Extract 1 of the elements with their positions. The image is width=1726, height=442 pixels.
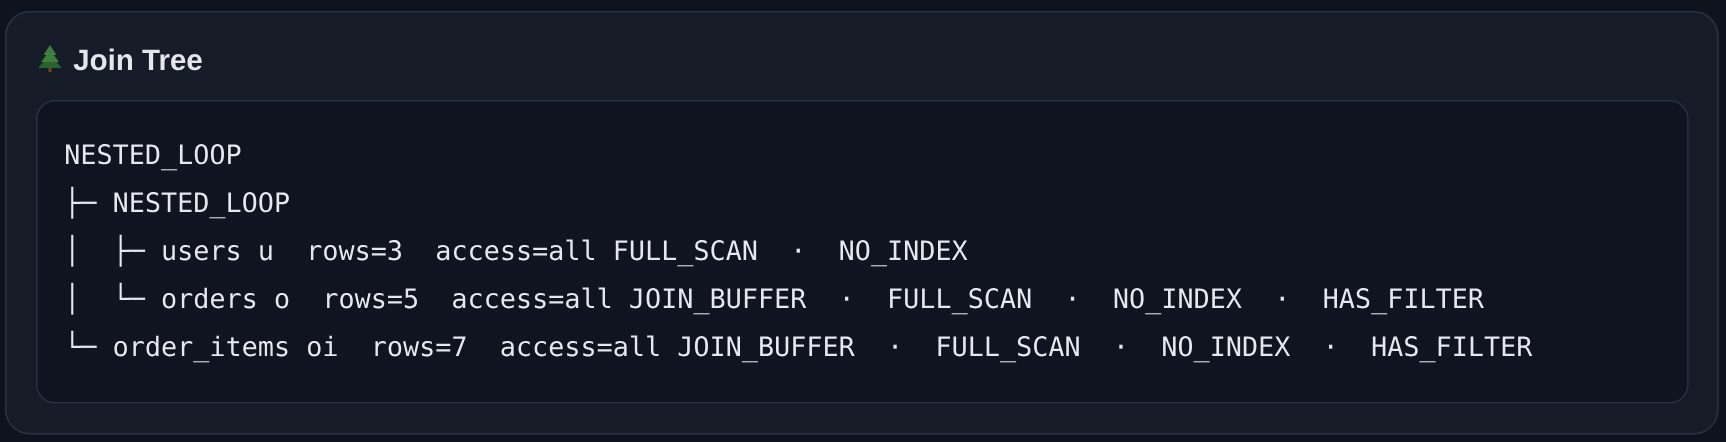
heading: Join Tree	[73, 48, 202, 71]
